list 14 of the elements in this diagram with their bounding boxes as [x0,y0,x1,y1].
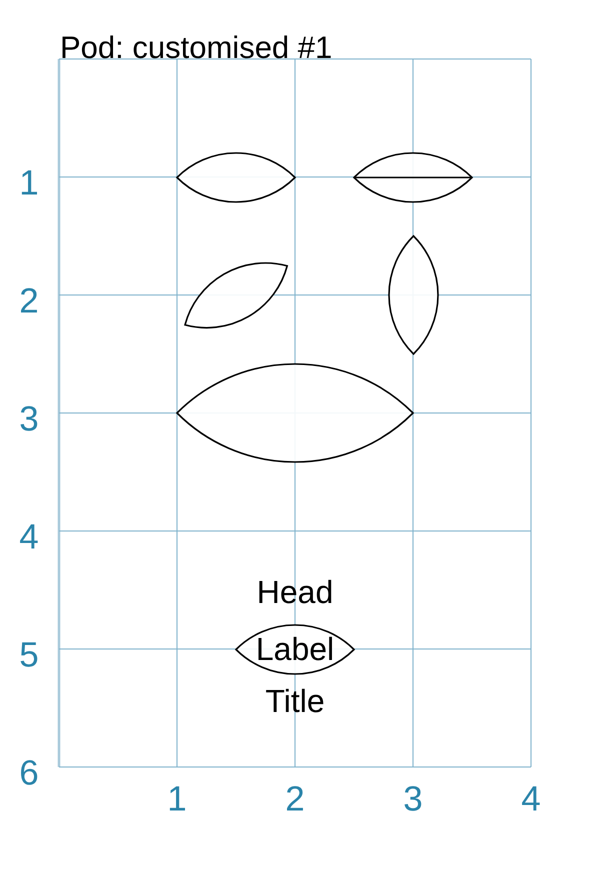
axis-tick-label: 3 [403,781,423,816]
axis-tick-label: 2 [19,283,39,318]
axis-tick-label: 4 [521,781,541,816]
node-label: Label [256,637,334,661]
axis-tick-label: 2 [285,781,305,816]
axis-tick-label: 6 [19,755,39,790]
node-caption: Title [265,685,325,717]
diagram-title: Pod: customised #1 [60,32,332,63]
axis-tick-label: 1 [19,165,39,200]
axis-tick-label: 4 [19,519,39,554]
axis-tick-label: 5 [19,637,39,672]
axis-tick-label: 1 [167,781,187,816]
axis-tick-label: 3 [19,401,39,436]
node-heading: Head [256,576,334,608]
